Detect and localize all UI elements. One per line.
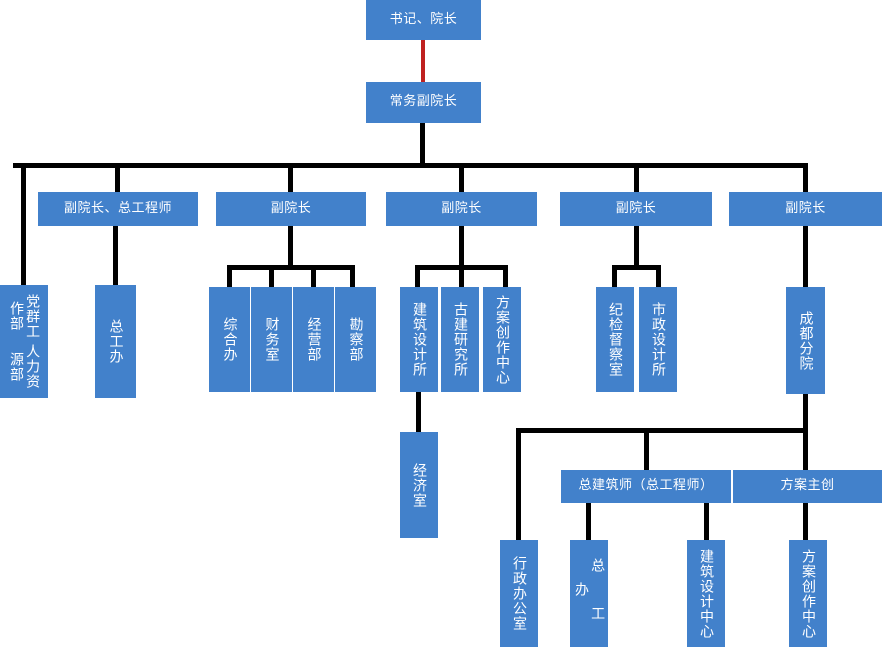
bus-vp4-children (612, 265, 661, 270)
node-hr-and-party-affairs[interactable]: 人力资源部 党群工作部 (0, 285, 48, 398)
connector-l2-bus (420, 123, 425, 163)
node-executive-vice-president[interactable]: 常务副院长 (366, 82, 481, 123)
connector-chengdu-child-chief-architect (644, 428, 649, 470)
node-chief-architect-chief-engineer[interactable]: 总建筑师（总工程师） (561, 470, 731, 503)
node-discipline-inspection-office[interactable]: 纪检督察室 (596, 287, 634, 392)
node-chengdu-general-engineering-office[interactable]: 总 工 办 (570, 540, 608, 647)
node-label-hr-department: 人力资源部 (8, 344, 41, 390)
node-operations-department[interactable]: 经营部 (293, 287, 334, 392)
node-vice-president-3[interactable]: 副院长 (386, 192, 537, 226)
node-finance-office[interactable]: 财务室 (251, 287, 292, 392)
node-municipal-design-institute[interactable]: 市政设计所 (639, 287, 677, 392)
connector-bus-vp5 (803, 163, 808, 192)
connector-bus-vp2 (288, 163, 293, 192)
node-economics-office[interactable]: 经济室 (400, 432, 438, 538)
node-general-office[interactable]: 综合办 (209, 287, 250, 392)
connector-bus-vp1 (115, 163, 120, 192)
connector-bus-vp4 (634, 163, 639, 192)
node-chengdu-scheme-creation-center[interactable]: 方案创作中心 (789, 540, 827, 647)
node-survey-department[interactable]: 勘察部 (335, 287, 376, 392)
connector-chengdu-branch-stem (803, 394, 808, 433)
connector-vp2-child1 (227, 265, 232, 287)
node-label-party-work-department: 党群工作部 (8, 293, 41, 339)
node-chengdu-branch[interactable]: 成都分院 (786, 287, 825, 394)
node-vice-president-2[interactable]: 副院长 (216, 192, 366, 226)
connector-vp2-child4 (350, 265, 355, 287)
connector-vp1-to-general-engineering-office (113, 226, 118, 285)
node-general-engineering-office[interactable]: 总工办 (95, 285, 136, 398)
bus-chengdu-children (516, 428, 808, 433)
connector-vp3-child3 (503, 265, 508, 287)
node-vice-president-4[interactable]: 副院长 (560, 192, 712, 226)
connector-chief-architect-to-general-engineering-office (586, 503, 591, 540)
node-scheme-lead[interactable]: 方案主创 (733, 470, 882, 503)
connector-vp5-to-chengdu-branch (803, 226, 808, 287)
node-architectural-design-center[interactable]: 建筑设计中心 (687, 540, 725, 647)
connector-vp3-stem (459, 226, 464, 267)
node-secretary-president[interactable]: 书记、院长 (366, 0, 481, 40)
bus-vp2-children (227, 265, 355, 270)
node-ancient-architecture-research-institute[interactable]: 古建研究所 (441, 287, 479, 392)
connector-bus-vp3 (459, 163, 464, 192)
connector-bus-leftmost-branch (21, 163, 26, 285)
node-architectural-design-institute[interactable]: 建筑设计所 (400, 287, 438, 392)
connector-scheme-lead-to-scheme-creation-center (803, 503, 808, 540)
connector-vp4-child2 (656, 265, 661, 287)
connector-architectural-design-institute-to-economics-office (416, 392, 421, 432)
node-scheme-creation-center[interactable]: 方案创作中心 (483, 287, 521, 392)
connector-chief-architect-to-architectural-design-center (704, 503, 709, 540)
connector-l1-l2 (421, 40, 425, 82)
connector-chengdu-child-scheme-lead (803, 428, 808, 470)
connector-vp4-child1 (612, 265, 617, 287)
node-administrative-office[interactable]: 行政办公室 (500, 540, 538, 647)
connector-vp4-stem (634, 226, 639, 267)
node-vice-president-5[interactable]: 副院长 (729, 192, 882, 226)
connector-vp2-child2 (269, 265, 274, 287)
node-vice-president-chief-engineer[interactable]: 副院长、总工程师 (38, 192, 198, 226)
connector-chengdu-child-admin-office (516, 428, 521, 540)
connector-vp3-child1 (415, 265, 420, 287)
connector-vp2-stem (288, 226, 293, 267)
bus-level3 (13, 163, 806, 168)
connector-vp2-child3 (311, 265, 316, 287)
connector-vp3-child2 (459, 265, 464, 287)
